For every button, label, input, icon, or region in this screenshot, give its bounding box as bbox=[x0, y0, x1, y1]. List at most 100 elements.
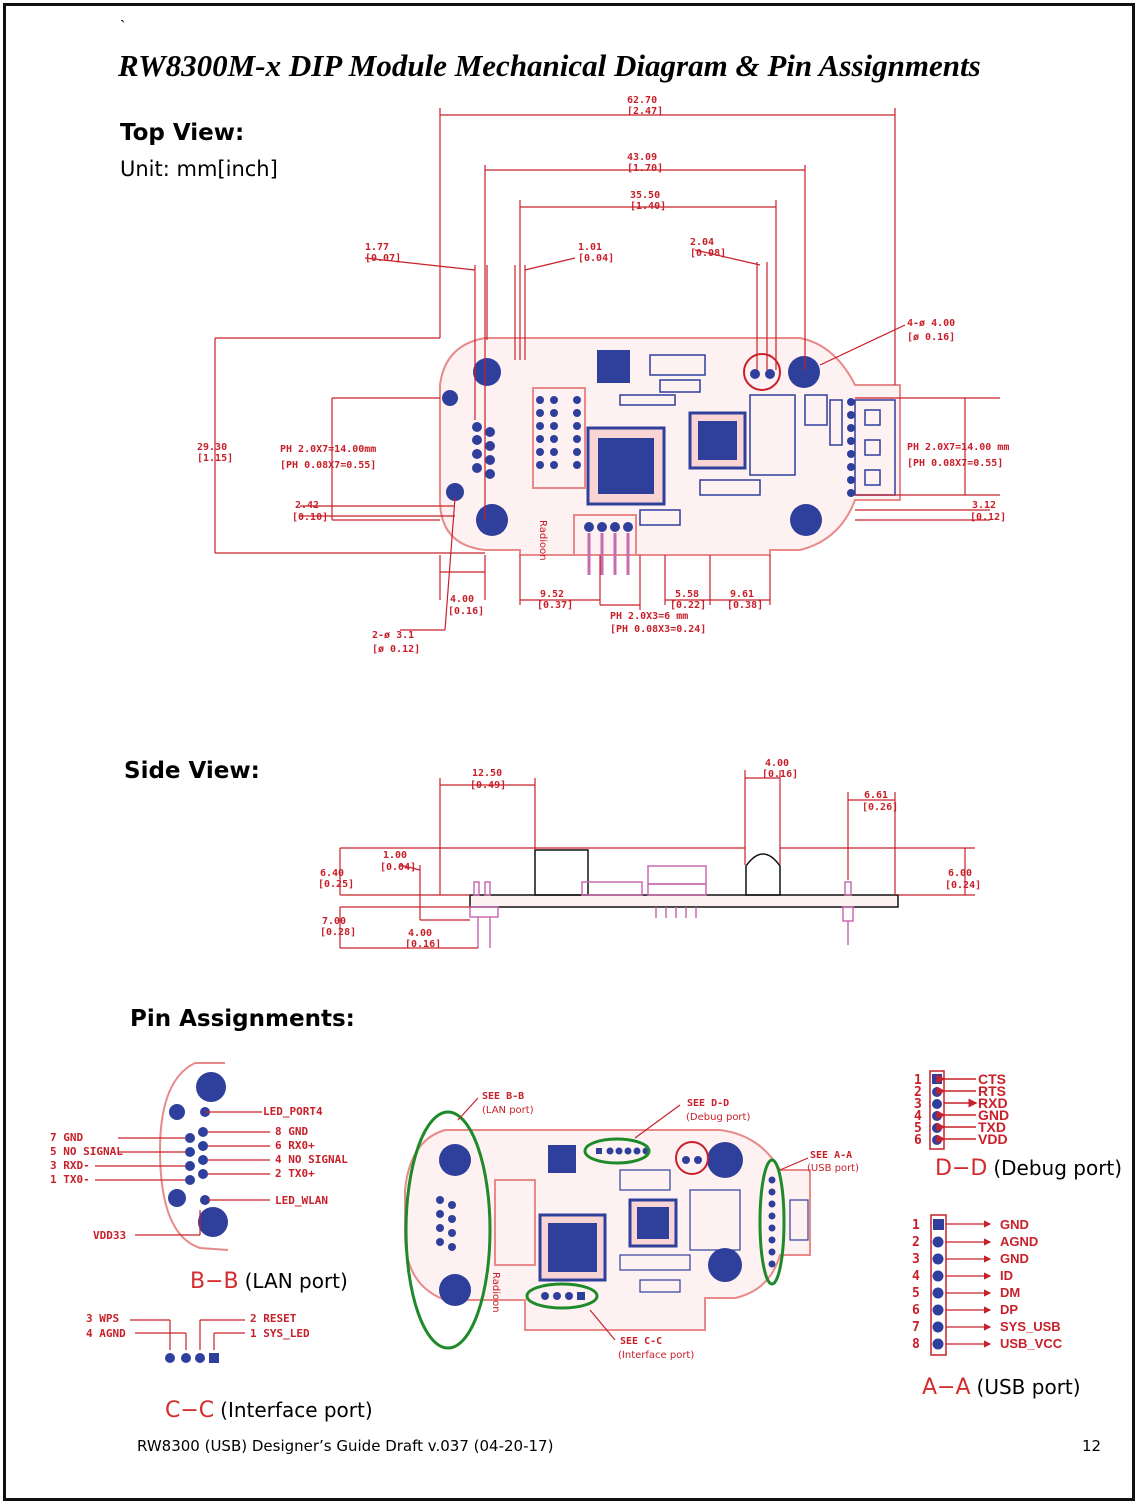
debug-port-caption: D−D(Debug port) bbox=[935, 1156, 1122, 1181]
side-dim-661-in: [0.26] bbox=[862, 802, 898, 813]
dim-101: 1.01 bbox=[578, 242, 602, 253]
interface-pin-label-reset: 2 RESET bbox=[250, 1312, 297, 1325]
side-dim-700: 7.00 bbox=[322, 916, 346, 927]
center-mount-hole bbox=[439, 1274, 471, 1306]
stray-mark: ` bbox=[120, 18, 126, 35]
top-view-drawing: Radioon 62.70 [2.47] 43.09 [1.70] 35. bbox=[197, 95, 1009, 655]
transformer-pads bbox=[536, 396, 581, 469]
usb-pin-label-gnd: GND bbox=[1000, 1217, 1029, 1232]
usb-pin-label-sysusb: SYS_USB bbox=[1000, 1319, 1061, 1334]
debug-pin-label-vdd: VDD bbox=[978, 1131, 1008, 1147]
interface-pin-4 bbox=[181, 1353, 191, 1363]
side-header-pins bbox=[647, 865, 707, 918]
interface-pin-1 bbox=[209, 1353, 219, 1363]
dim-hole-span-in: [1.70] bbox=[627, 163, 663, 174]
center-secondary-chip-core bbox=[637, 1207, 669, 1239]
led-pad bbox=[765, 369, 775, 379]
lan-left-1: 5 NO SIGNAL bbox=[50, 1145, 123, 1158]
lan-highlight bbox=[404, 1110, 492, 1350]
center-usb-pads bbox=[768, 1176, 776, 1268]
interface-header bbox=[573, 514, 637, 556]
debug-pin-label-gnd: GND bbox=[978, 1107, 1009, 1123]
center-mount-hole bbox=[707, 1142, 743, 1178]
dim-lan-pitch-in: [PH 0.08X7=0.55] bbox=[280, 460, 376, 471]
page-frame bbox=[3, 3, 1135, 1501]
side-dim-led-in: [0.16] bbox=[762, 769, 798, 780]
dim-small-hole-in: [ø 0.12] bbox=[372, 644, 420, 655]
dim-961: 9.61 bbox=[730, 589, 754, 600]
debug-pins bbox=[932, 1087, 942, 1145]
usb-arrows bbox=[946, 1220, 992, 1348]
mount-hole bbox=[790, 504, 822, 536]
debug-port-code: D−D bbox=[935, 1156, 988, 1181]
dim-small-hole: 2-ø 3.1 bbox=[372, 630, 414, 641]
dim-height: 29.30 bbox=[197, 442, 227, 453]
lan-vdd-label: VDD33 bbox=[93, 1229, 126, 1242]
usb-num-8: 8 bbox=[912, 1337, 920, 1352]
dim-204-in: [0.08] bbox=[690, 248, 726, 259]
side-led bbox=[745, 853, 781, 896]
center-led bbox=[675, 1141, 709, 1175]
dim-interface-pitch: PH 2.0X3=6 mm bbox=[610, 611, 688, 622]
see-cc-sub: (Interface port) bbox=[618, 1350, 694, 1361]
mount-hole bbox=[476, 504, 508, 536]
side-view-drawing: 12.50 [0.49] 4.00 [0.16] 6.61 [0.26] 1.0… bbox=[318, 758, 981, 950]
see-bb-sub: (LAN port) bbox=[482, 1105, 534, 1116]
dim-inner-span-in: [1.40] bbox=[630, 201, 666, 212]
debug-num-6: 6 bbox=[914, 1133, 922, 1148]
usb-pin-label-usbvcc: USB_VCC bbox=[1000, 1336, 1063, 1351]
interface-port-diagram: 3 WPS 4 AGND 2 RESET 1 SYS_LED bbox=[86, 1312, 310, 1363]
mount-hole bbox=[446, 483, 464, 501]
dim-204: 2.04 bbox=[690, 237, 714, 248]
unit-note: Unit: mm[inch] bbox=[120, 157, 278, 181]
center-interface-pads bbox=[541, 1292, 585, 1300]
see-aa-label: SEE A-A bbox=[810, 1150, 852, 1161]
dim-312: 3.12 bbox=[972, 500, 996, 511]
debug-pin-1 bbox=[932, 1074, 942, 1084]
usb-port-caption: A−A(USB port) bbox=[922, 1375, 1081, 1400]
top-board-outline bbox=[439, 337, 901, 556]
see-dd-label: SEE D-D bbox=[687, 1098, 729, 1109]
dim-961-in: [0.38] bbox=[727, 600, 763, 611]
dim-hole-dia-in: [ø 0.16] bbox=[907, 332, 955, 343]
side-dimension-lines bbox=[339, 770, 975, 949]
lan-port-label: (LAN port) bbox=[244, 1269, 348, 1293]
debug-num-2: 2 bbox=[914, 1085, 922, 1100]
side-connector bbox=[581, 881, 643, 896]
interface-pin-label-wps: 3 WPS bbox=[86, 1312, 119, 1325]
debug-pin-label-txd: TXD bbox=[978, 1119, 1006, 1135]
center-callout-lines bbox=[457, 1097, 809, 1341]
see-bb-label: SEE B-B bbox=[482, 1091, 524, 1102]
usb-num-5: 5 bbox=[912, 1286, 920, 1301]
side-dim-lan-length-in: [0.49] bbox=[470, 780, 506, 791]
main-chip-core bbox=[598, 438, 654, 494]
debug-num-5: 5 bbox=[914, 1121, 922, 1136]
side-dim-640: 6.40 bbox=[320, 868, 344, 879]
side-dim-661: 6.61 bbox=[864, 790, 888, 801]
usb-pins bbox=[932, 1236, 944, 1350]
top-view-heading: Top View: bbox=[120, 120, 245, 146]
usb-port-label: (USB port) bbox=[976, 1375, 1081, 1399]
side-dim-600: 6.00 bbox=[948, 868, 972, 879]
usb-num-4: 4 bbox=[912, 1269, 920, 1284]
debug-header-body bbox=[929, 1070, 945, 1150]
transformer bbox=[532, 387, 586, 489]
dim-interface-pitch-in: [PH 0.08X3=0.24] bbox=[610, 624, 706, 635]
pin-assignments-heading: Pin Assignments: bbox=[130, 1006, 355, 1032]
side-dim-400b-in: [0.16] bbox=[405, 939, 441, 950]
lan-mount-hole bbox=[196, 1072, 226, 1102]
interface-leader-lines bbox=[130, 1319, 245, 1350]
small-chip bbox=[597, 350, 630, 383]
interface-pin-2 bbox=[195, 1353, 205, 1363]
usb-pin-label-gnd2: GND bbox=[1000, 1251, 1029, 1266]
footer-text: RW8300 (USB) Designer’s Guide Draft v.03… bbox=[137, 1437, 554, 1455]
usb-pin-label-dm: DM bbox=[1000, 1285, 1020, 1300]
center-led-pad bbox=[682, 1156, 690, 1164]
usb-pin-label-dp: DP bbox=[1000, 1302, 1018, 1317]
lan-right-5: LED_WLAN bbox=[275, 1194, 328, 1207]
debug-highlight bbox=[583, 1137, 651, 1165]
lan-pin-pads bbox=[472, 422, 495, 479]
dim-242: 2.42 bbox=[295, 500, 319, 511]
center-lan-pads bbox=[436, 1196, 456, 1251]
